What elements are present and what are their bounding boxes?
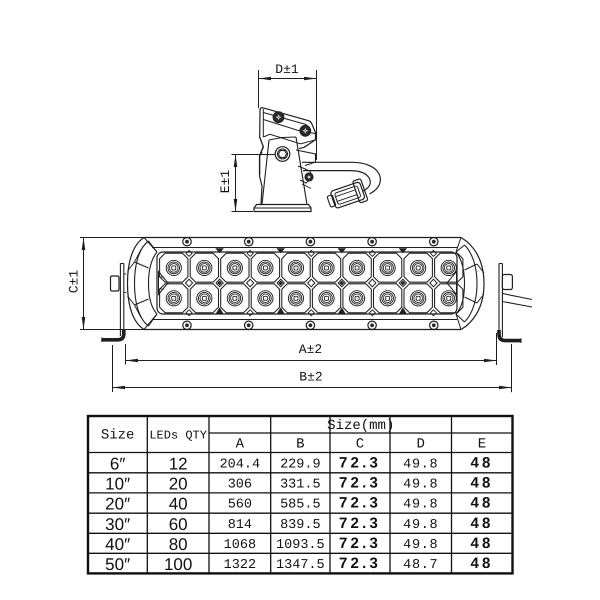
svg-text:48: 48 [470, 454, 493, 471]
svg-text:B±2: B±2 [299, 370, 322, 385]
svg-text:LEDs QTY: LEDs QTY [149, 429, 207, 443]
svg-text:12: 12 [169, 454, 188, 473]
svg-text:D: D [417, 437, 425, 453]
svg-text:49.8: 49.8 [403, 498, 438, 513]
svg-text:72.3: 72.3 [339, 515, 381, 532]
svg-text:560: 560 [228, 498, 252, 513]
svg-text:40: 40 [169, 495, 188, 514]
svg-text:49.8: 49.8 [403, 457, 438, 472]
svg-text:72.3: 72.3 [339, 475, 381, 492]
svg-text:48: 48 [470, 555, 493, 572]
svg-text:100: 100 [164, 555, 192, 574]
svg-text:1347.5: 1347.5 [276, 558, 325, 573]
svg-text:814: 814 [228, 518, 252, 533]
svg-text:72.3: 72.3 [339, 454, 381, 471]
svg-text:A: A [236, 437, 245, 453]
svg-text:49.8: 49.8 [403, 478, 438, 493]
svg-text:72.3: 72.3 [339, 535, 381, 552]
svg-text:20″: 20″ [105, 495, 130, 514]
svg-text:Size(mm): Size(mm) [327, 418, 394, 434]
svg-text:49.8: 49.8 [403, 518, 438, 533]
svg-text:48.7: 48.7 [403, 558, 438, 573]
svg-text:48: 48 [470, 495, 493, 512]
svg-text:306: 306 [228, 478, 252, 493]
svg-text:1322: 1322 [224, 558, 256, 573]
svg-text:48: 48 [470, 535, 493, 552]
svg-text:D±1: D±1 [275, 62, 299, 77]
svg-text:C: C [356, 437, 364, 453]
svg-text:60: 60 [169, 515, 188, 534]
svg-text:49.8: 49.8 [403, 538, 438, 553]
svg-text:585.5: 585.5 [280, 498, 321, 513]
svg-text:B: B [296, 437, 304, 453]
svg-text:1068: 1068 [224, 538, 256, 553]
svg-text:A±2: A±2 [299, 342, 322, 357]
svg-text:1093.5: 1093.5 [276, 538, 325, 553]
svg-text:80: 80 [169, 535, 188, 554]
svg-text:Size: Size [101, 428, 135, 444]
svg-text:331.5: 331.5 [280, 478, 321, 493]
svg-text:40″: 40″ [105, 535, 130, 554]
svg-text:10″: 10″ [105, 474, 130, 493]
svg-text:204.4: 204.4 [220, 457, 261, 472]
svg-text:72.3: 72.3 [339, 495, 381, 512]
svg-text:229.9: 229.9 [280, 457, 321, 472]
svg-text:48: 48 [470, 515, 493, 532]
svg-text:72.3: 72.3 [339, 555, 381, 572]
svg-text:C±1: C±1 [67, 270, 82, 294]
svg-text:50″: 50″ [105, 555, 130, 574]
svg-text:E±1: E±1 [218, 170, 233, 194]
svg-text:20: 20 [169, 474, 188, 493]
svg-text:839.5: 839.5 [280, 518, 321, 533]
svg-text:48: 48 [470, 475, 493, 492]
svg-text:30″: 30″ [105, 515, 130, 534]
svg-text:6″: 6″ [110, 454, 125, 473]
svg-text:E: E [478, 437, 486, 453]
